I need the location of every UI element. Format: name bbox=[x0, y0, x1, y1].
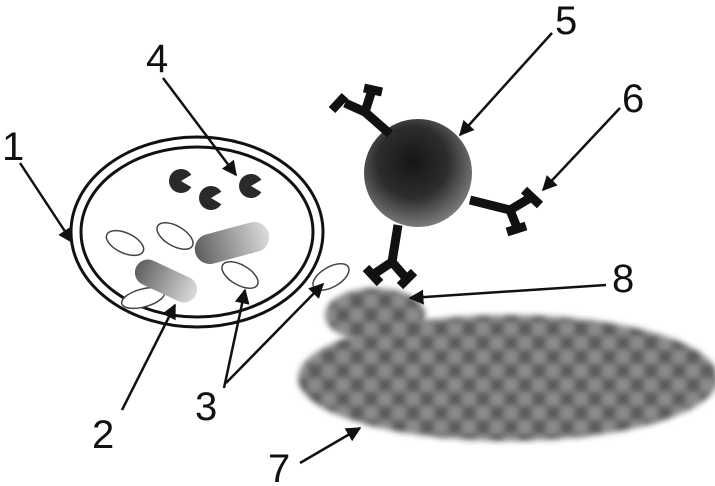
label-6: 6 bbox=[622, 77, 644, 121]
label-2: 2 bbox=[92, 413, 114, 457]
antigen-bump bbox=[325, 288, 425, 342]
arrow-8 bbox=[410, 285, 606, 298]
arrow-7 bbox=[300, 428, 360, 463]
label-3: 3 bbox=[195, 385, 217, 429]
label-7: 7 bbox=[268, 447, 290, 486]
antibody-top bbox=[332, 88, 390, 134]
label-5: 5 bbox=[555, 0, 577, 43]
particle-sphere bbox=[364, 119, 472, 227]
antibody-bottom bbox=[366, 225, 414, 286]
crescent-particles bbox=[169, 169, 268, 210]
antibody-right bbox=[470, 190, 540, 232]
label-8: 8 bbox=[612, 257, 634, 301]
arrow-6 bbox=[543, 108, 620, 190]
arrow-5 bbox=[460, 33, 552, 135]
arrow-4 bbox=[163, 78, 236, 175]
arrow-1 bbox=[20, 163, 72, 242]
label-4: 4 bbox=[146, 37, 168, 81]
label-1: 1 bbox=[2, 125, 24, 169]
